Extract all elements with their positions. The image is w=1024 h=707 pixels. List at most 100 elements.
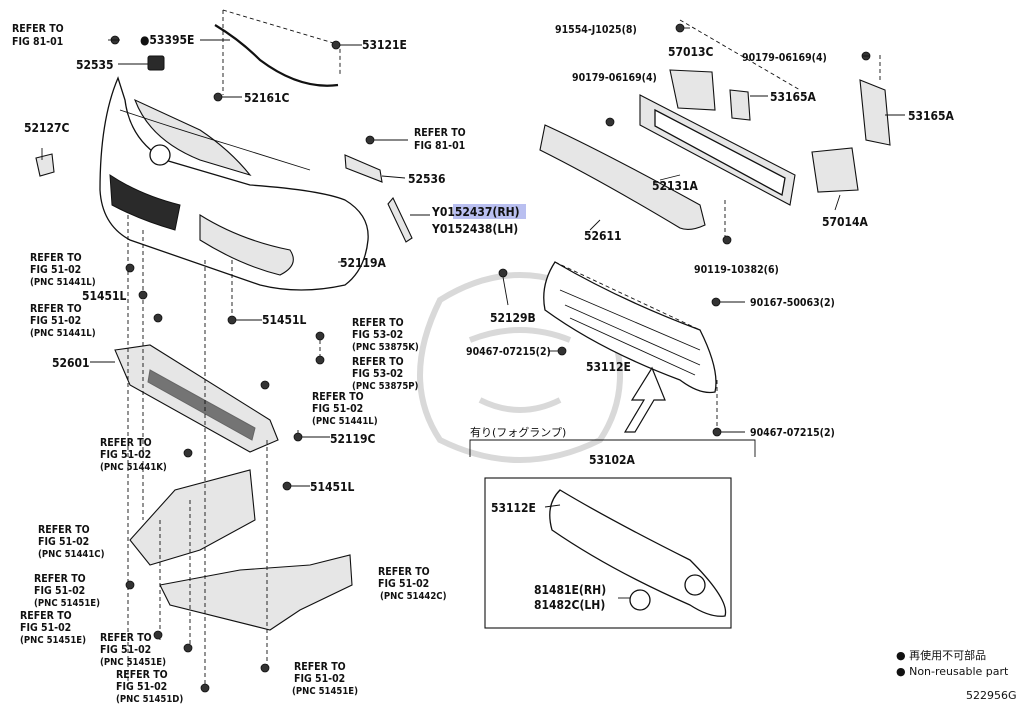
clip-52161c[interactable] [213, 92, 223, 102]
label-52127c[interactable]: 52127C [24, 121, 70, 135]
label-81482c[interactable]: 81482C(LH) [534, 598, 605, 612]
label-refer-5102-3-c: (PNC 51441L) [312, 416, 378, 427]
bracket-57014a[interactable] [811, 147, 859, 193]
molding-53395e[interactable] [214, 24, 339, 87]
label-refer-5102-2-c: (PNC 51441L) [30, 328, 96, 339]
label-refer-5302-2-a: REFER TO [352, 356, 404, 368]
label-refer-5102-9-a: REFER TO [116, 669, 168, 681]
legend-en: ● Non-reusable part [896, 665, 1009, 678]
label-refer-5302-2-c: (PNC 53875P) [352, 381, 419, 392]
label-52161c[interactable]: 52161C [244, 91, 290, 105]
label-refer-5102-6-c: (PNC 51451E) [34, 598, 100, 609]
label-51451l-1[interactable]: 51451L [82, 289, 127, 303]
label-53165a-1[interactable]: 53165A [770, 90, 817, 104]
label-53165a-2[interactable]: 53165A [908, 109, 955, 123]
legend-jp: ● 再使用不可部品 [896, 648, 986, 662]
label-52536[interactable]: 52536 [408, 172, 446, 186]
label-51451l-2[interactable]: 51451L [262, 313, 307, 327]
label-refer-5102-2-a: REFER TO [30, 303, 82, 315]
label-52611[interactable]: 52611 [584, 229, 622, 243]
label-refer-5102-5-b: FIG 51-02 [38, 536, 89, 548]
bracket-53165a-right[interactable] [859, 79, 891, 146]
label-refer-5102-10-a: REFER TO [378, 566, 430, 578]
under-cover-51441c[interactable] [129, 469, 256, 566]
under-cover-51442c[interactable] [159, 554, 353, 631]
label-52119a[interactable]: 52119A [340, 256, 387, 270]
reflector-y0152437[interactable] [387, 196, 413, 243]
upward-arrow-icon [623, 366, 666, 433]
bumper-reinforcement-52131a[interactable] [639, 94, 796, 206]
label-refer-5102-8-c: (PNC 51451E) [100, 657, 166, 668]
bracket-53165a-left[interactable] [729, 89, 751, 121]
label-52535[interactable]: 52535 [76, 58, 114, 72]
bumper-reinforcement-52611[interactable] [539, 124, 706, 231]
solid-leaders [41, 27, 905, 599]
label-53102a[interactable]: 53102A [589, 453, 636, 467]
label-81481e[interactable]: 81481E(RH) [534, 583, 606, 597]
label-refer-5102-4-c: (PNC 51441K) [100, 462, 167, 473]
label-52119c[interactable]: 52119C [330, 432, 376, 446]
label-90179-a[interactable]: 90179-06169(4) [572, 72, 657, 84]
label-refer-5102-10-c: (PNC 51442C) [380, 591, 447, 602]
label-refer-5102-1-b: FIG 51-02 [30, 264, 81, 276]
label-91554[interactable]: 91554-J1025(8) [555, 24, 637, 36]
label-refer-5102-6-a: REFER TO [34, 573, 86, 585]
label-refer-5102-4-b: FIG 51-02 [100, 449, 151, 461]
label-90167[interactable]: 90167-50063(2) [750, 297, 835, 309]
label-refer-5102-8-a: REFER TO [100, 632, 152, 644]
label-refer-5102-1-a: REFER TO [30, 252, 82, 264]
label-refer-5102-11-c: (PNC 51451E) [292, 686, 358, 697]
label-53112e-1[interactable]: 53112E [586, 360, 631, 374]
label-57014a[interactable]: 57014A [822, 215, 869, 229]
label-90179-b[interactable]: 90179-06169(4) [742, 52, 827, 64]
label-refer-5102-7-c: (PNC 51451E) [20, 635, 86, 646]
lower-grille-53112e[interactable] [543, 261, 717, 394]
label-refer-5302-1-b: FIG 53-02 [352, 329, 403, 341]
label-52131a[interactable]: 52131A [652, 179, 699, 193]
dashed-leaders [127, 9, 881, 690]
clip-52535[interactable] [147, 55, 165, 71]
label-51451l-3[interactable]: 51451L [310, 480, 355, 494]
label-refer-5302-2-b: FIG 53-02 [352, 368, 403, 380]
label-refer-5102-5-a: REFER TO [38, 524, 90, 536]
label-90119[interactable]: 90119-10382(6) [694, 264, 779, 276]
label-refer-fig8101r-a: REFER TO [414, 127, 466, 139]
label-refer-5302-1-a: REFER TO [352, 317, 404, 329]
label-53395e[interactable]: ●53395E [140, 33, 194, 47]
label-refer-5102-2-b: FIG 51-02 [30, 315, 81, 327]
clip-52129b[interactable] [498, 268, 508, 278]
bracket-52536[interactable] [344, 154, 383, 183]
label-refer-fig8101-a: REFER TO [12, 23, 64, 35]
label-53112e-2[interactable]: 53112E [491, 501, 536, 515]
absorber-52601[interactable] [114, 344, 279, 453]
label-fog-note: 有り(フォグランプ) [470, 425, 566, 439]
label-53121e[interactable]: 53121E [362, 38, 407, 52]
label-refer-5102-6-b: FIG 51-02 [34, 585, 85, 597]
label-refer-5102-7-b: FIG 51-02 [20, 622, 71, 634]
highlight-52437 [453, 204, 526, 219]
fog-variant-box [469, 439, 756, 629]
fasteners [110, 23, 871, 693]
bracket-52127c[interactable] [35, 153, 55, 177]
label-refer-5102-10-b: FIG 51-02 [378, 578, 429, 590]
label-refer-5102-1-c: (PNC 51441L) [30, 277, 96, 288]
label-refer-5102-3-a: REFER TO [312, 391, 364, 403]
label-refer-5102-5-c: (PNC 51441C) [38, 549, 105, 560]
label-52129b[interactable]: 52129B [490, 311, 536, 325]
bracket-57013c[interactable] [669, 69, 716, 111]
label-refer-5102-9-c: (PNC 51451D) [116, 694, 183, 705]
label-refer-fig8101-b: FIG 81-01 [12, 36, 63, 48]
label-52601[interactable]: 52601 [52, 356, 90, 370]
label-57013c[interactable]: 57013C [668, 45, 714, 59]
label-refer-5102-8-b: FIG 51-02 [100, 644, 151, 656]
label-90467-1[interactable]: 90467-07215(2) [466, 346, 551, 358]
labels: REFER TO FIG 81-01 ●53395E 53121E 52535 … [12, 23, 1017, 705]
label-refer-5102-9-b: FIG 51-02 [116, 681, 167, 693]
label-y0152438[interactable]: Y0152438(LH) [431, 222, 518, 236]
label-90467-2[interactable]: 90467-07215(2) [750, 427, 835, 439]
label-y0152437[interactable]: Y0152437(RH) [431, 205, 520, 219]
label-refer-5102-11-a: REFER TO [294, 661, 346, 673]
label-refer-fig8101r-b: FIG 81-01 [414, 140, 465, 152]
bumper-cover-52119a[interactable] [99, 76, 369, 291]
